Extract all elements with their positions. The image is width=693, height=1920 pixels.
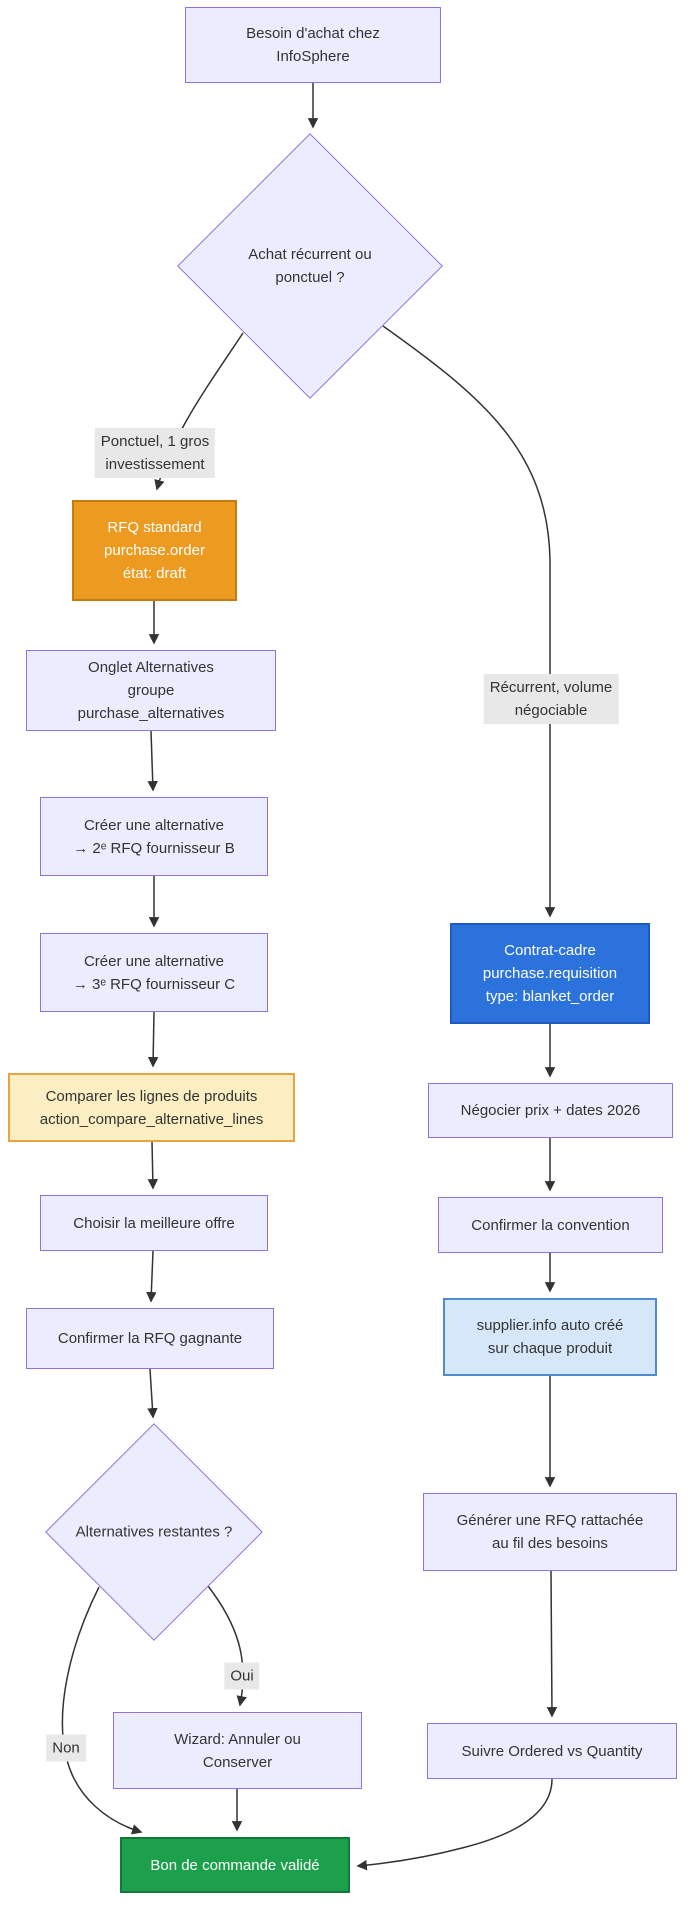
edge-decision2-oui-to-wizard xyxy=(207,1585,247,1707)
edge-label-oui: Oui xyxy=(224,1662,260,1690)
node-contrat-cadre: Contrat-cadre purchase.requisition type:… xyxy=(450,923,650,1024)
node-creer-alternative-c-label: Créer une alternative → 3ᵉ RFQ fournisse… xyxy=(72,952,236,993)
node-choisir-offre: Choisir la meilleure offre xyxy=(40,1195,268,1251)
node-rfq-standard-label: RFQ standard purchase.order état: draft xyxy=(104,519,205,582)
node-suivre-ordered: Suivre Ordered vs Quantity xyxy=(427,1723,677,1779)
edge-compare-to-choose xyxy=(147,1141,159,1190)
node-besoin-achat-label: Besoin d'achat chez InfoSphere xyxy=(246,25,380,65)
node-negocier-prix-label: Négocier prix + dates 2026 xyxy=(460,1102,641,1119)
node-comparer-lignes-label: Comparer les lignes de produits action_c… xyxy=(39,1087,264,1128)
node-generer-rfq: Générer une RFQ rattachée au fil des bes… xyxy=(423,1493,677,1571)
node-onglet-alternatives-label: Onglet Alternatives groupe purchase_alte… xyxy=(77,659,225,722)
node-confirmer-rfq: Confirmer la RFQ gagnante xyxy=(26,1308,274,1369)
node-suivre-ordered-label: Suivre Ordered vs Quantity xyxy=(461,1742,643,1760)
decision-achat-type-label: Achat récurrent ou ponctuel ? xyxy=(248,246,372,286)
node-contrat-cadre-label: Contrat-cadre purchase.requisition type:… xyxy=(482,942,618,1005)
node-generer-rfq-label: Générer une RFQ rattachée au fil des bes… xyxy=(456,1512,644,1552)
node-supplier-info-label: supplier.info auto créé sur chaque produ… xyxy=(476,1317,624,1357)
edge-onglet-to-alt-b xyxy=(147,730,158,792)
node-rfq-standard: RFQ standard purchase.order état: draft xyxy=(72,500,237,601)
edge-label-recurrent: Récurrent, volume négociable xyxy=(483,674,619,724)
edge-choose-to-confirm-rfq xyxy=(146,1250,157,1303)
node-confirmer-convention: Confirmer la convention xyxy=(438,1197,663,1253)
node-comparer-lignes: Comparer les lignes de produits action_c… xyxy=(8,1073,295,1142)
node-wizard-annuler-conserver: Wizard: Annuler ou Conserver xyxy=(113,1712,362,1789)
node-supplier-info: supplier.info auto créé sur chaque produ… xyxy=(443,1298,657,1376)
edge-label-ponctuel: Ponctuel, 1 gros investissement xyxy=(94,428,216,478)
node-choisir-offre-label: Choisir la meilleure offre xyxy=(73,1214,235,1232)
node-confirmer-rfq-label: Confirmer la RFQ gagnante xyxy=(57,1330,243,1347)
decision-alternatives-restantes-label: Alternatives restantes ? xyxy=(75,1523,233,1541)
node-bon-commande-valide: Bon de commande validé xyxy=(120,1837,350,1893)
node-confirmer-convention-label: Confirmer la convention xyxy=(471,1216,630,1234)
node-creer-alternative-c: Créer une alternative → 3ᵉ RFQ fournisse… xyxy=(40,933,268,1012)
node-wizard-annuler-conserver-label: Wizard: Annuler ou Conserver xyxy=(174,1730,301,1771)
node-bon-commande-valide-label: Bon de commande validé xyxy=(150,1856,320,1874)
edge-alt-c-to-compare xyxy=(147,1011,159,1068)
edge-generer-to-suivre xyxy=(546,1570,558,1718)
edge-suivre-to-po xyxy=(356,1778,553,1871)
edge-confirm-rfq-to-decision2 xyxy=(147,1368,158,1419)
edge-label-non: Non xyxy=(46,1734,86,1762)
node-onglet-alternatives: Onglet Alternatives groupe purchase_alte… xyxy=(26,650,276,731)
edge-decision2-non-to-po xyxy=(61,1586,143,1835)
node-creer-alternative-b: Créer une alternative → 2ᵉ RFQ fournisse… xyxy=(40,797,268,876)
node-besoin-achat: Besoin d'achat chez InfoSphere xyxy=(185,7,441,83)
node-creer-alternative-b-label: Créer une alternative → 2ᵉ RFQ fournisse… xyxy=(73,816,235,857)
edge-decision-to-contrat-cadre xyxy=(382,325,556,918)
node-negocier-prix: Négocier prix + dates 2026 xyxy=(428,1083,673,1138)
